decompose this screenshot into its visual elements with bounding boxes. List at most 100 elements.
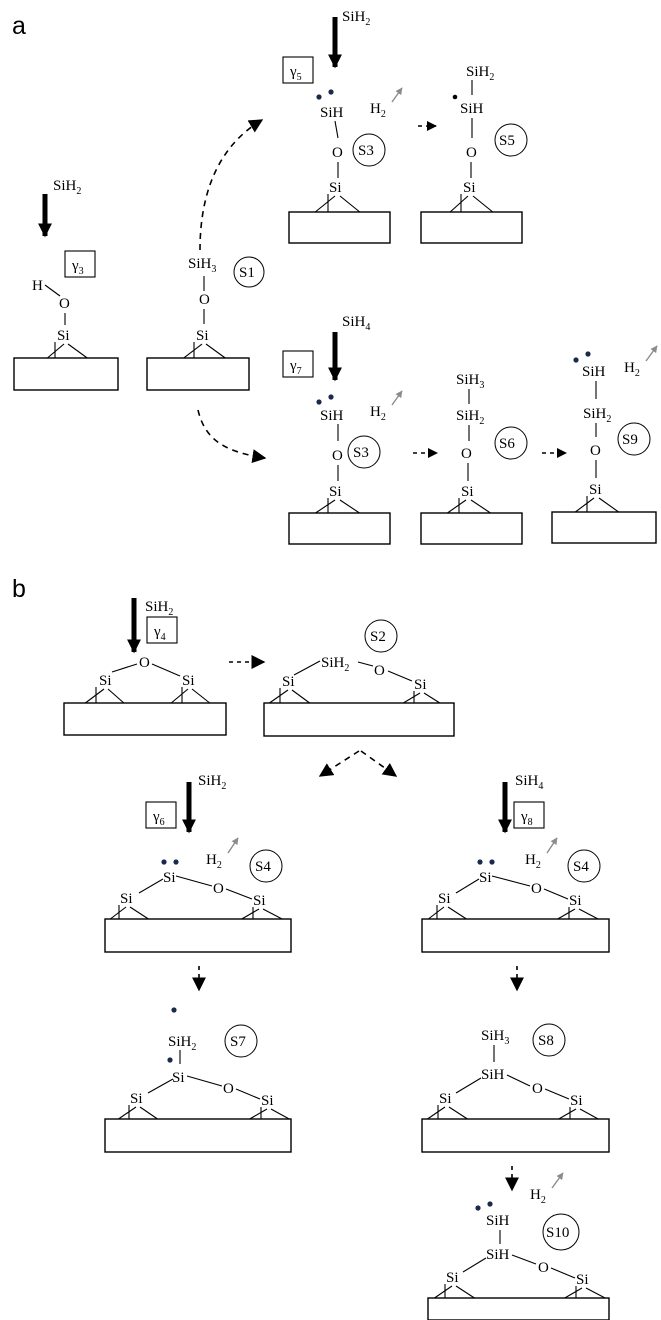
si-label: Si — [576, 1272, 589, 1288]
o-label: O — [199, 292, 210, 308]
state-label-s3: S3 — [358, 143, 374, 159]
sih2-label: SiH2 — [456, 408, 484, 427]
structure-a-hydroxyl: SiH2 γ3 H O Si — [13, 178, 119, 391]
dashed-arrow-up — [199, 119, 264, 251]
h2-label: H2 — [530, 1187, 546, 1206]
o-label: O — [531, 881, 542, 897]
sih4-label: SiH4 — [342, 314, 370, 333]
state-label-s7: S7 — [230, 1034, 246, 1050]
panel-label-b: b — [12, 575, 26, 603]
si-label: Si — [479, 870, 492, 886]
h2-label: H2 — [370, 101, 386, 120]
state-label-s4: S4 — [255, 859, 271, 875]
gamma-label-7: γ7 — [289, 358, 302, 377]
sih-label: SiH — [320, 408, 344, 424]
si-label: Si — [463, 180, 476, 196]
si-label: Si — [99, 673, 112, 689]
structure-s1: SiH3 S1 O Si — [146, 256, 265, 391]
structure-s4-right: SiH4 γ8 H2 S4 Si O Si Si — [421, 773, 610, 953]
si-label: Si — [329, 180, 342, 196]
gamma-label-8: γ8 — [520, 809, 533, 828]
sih-label: SiH — [481, 1067, 505, 1083]
state-label-s3: S3 — [353, 445, 369, 461]
substrate-slab — [420, 512, 523, 545]
state-circle-s9 — [617, 422, 651, 456]
state-label-s6: S6 — [499, 436, 515, 452]
o-label: O — [538, 1260, 549, 1276]
structure-s3-bottom: SiH4 γ7 SiH H2 O S3 Si — [282, 314, 403, 545]
gamma-label-5: γ5 — [289, 64, 302, 83]
gamma-box-8 — [513, 801, 545, 829]
h2-label: H2 — [370, 404, 386, 423]
state-circle-s4 — [249, 849, 283, 883]
sih-label: SiH — [486, 1213, 510, 1229]
si-label: Si — [130, 1091, 143, 1107]
state-circle-s3 — [347, 435, 381, 469]
gamma-box-3 — [64, 250, 96, 278]
structure-s6: SiH3 SiH2 O S6 Si — [420, 372, 528, 545]
dashed-arrow-right — [360, 750, 398, 777]
substrate-slab — [421, 918, 610, 953]
sih2-label: SiH2 — [198, 773, 226, 792]
si-label: Si — [589, 482, 602, 498]
panel-label-a: a — [12, 12, 26, 40]
substrate-slab — [263, 702, 455, 737]
si-label: Si — [282, 674, 295, 690]
si-label: Si — [570, 1093, 583, 1109]
gamma-label-3: γ3 — [71, 258, 84, 277]
gamma-box-4 — [146, 616, 178, 644]
o-label: O — [532, 1081, 543, 1097]
substrate-slab — [104, 1118, 292, 1153]
si-label: Si — [163, 870, 176, 886]
substrate-slab — [551, 511, 657, 544]
sih2-label: SiH2 — [321, 655, 349, 674]
state-circle-s1 — [233, 256, 265, 288]
substrate-slab — [288, 512, 391, 545]
state-label-s5: S5 — [499, 133, 515, 149]
sih-label: SiH — [460, 101, 484, 117]
structure-s10: SiH H2 S10 SiH O Si Si — [427, 1172, 610, 1320]
gamma-box-5 — [282, 56, 314, 84]
si-label: Si — [172, 1070, 185, 1086]
state-circle-s5 — [494, 123, 528, 157]
si-label: Si — [196, 328, 209, 344]
sih2-label: SiH2 — [342, 9, 370, 28]
o-label: O — [213, 881, 224, 897]
state-circle-s6 — [494, 426, 528, 460]
si-label: Si — [329, 484, 342, 500]
structure-s8: SiH3 S8 SiH O Si Si — [421, 1023, 610, 1153]
si-label: Si — [438, 891, 451, 907]
state-circle-s8 — [532, 1023, 566, 1057]
gamma-box-7 — [282, 350, 314, 378]
state-label-s1: S1 — [239, 265, 255, 281]
si-label: Si — [461, 484, 474, 500]
si-label: Si — [57, 328, 70, 344]
sih2-label: SiH2 — [53, 178, 81, 197]
sih-label: SiH — [486, 1247, 510, 1263]
state-label-s8: S8 — [538, 1033, 554, 1049]
sih3-label: SiH3 — [188, 256, 216, 275]
structure-s3-top: SiH2 γ5 SiH H2 O S3 Si — [282, 9, 403, 244]
si-label: Si — [439, 1091, 452, 1107]
state-label-s10: S10 — [546, 1225, 569, 1241]
gamma-box-6 — [145, 801, 177, 829]
structure-s7: SiH2 S7 Si O Si Si — [104, 1007, 292, 1153]
sih-label: SiH — [582, 364, 606, 380]
structure-s5: SiH2 SiH O S5 Si — [420, 64, 528, 244]
gamma-label-6: γ6 — [152, 809, 165, 828]
substrate-slab — [288, 211, 391, 244]
sih2-label: SiH2 — [583, 406, 611, 425]
substrate-slab — [427, 1297, 610, 1320]
si-label: Si — [120, 891, 133, 907]
sih3-label: SiH3 — [481, 1028, 509, 1047]
dashed-arrow-down — [197, 409, 267, 464]
si-label: Si — [414, 677, 427, 693]
h2-label: H2 — [525, 852, 541, 871]
si-label: Si — [261, 1093, 274, 1109]
o-label: O — [139, 655, 150, 671]
substrate-slab — [104, 918, 292, 953]
state-circle-s2 — [364, 619, 398, 653]
state-circle-s7 — [224, 1024, 258, 1058]
si-label: Si — [569, 893, 582, 909]
state-label-s9: S9 — [622, 432, 638, 448]
